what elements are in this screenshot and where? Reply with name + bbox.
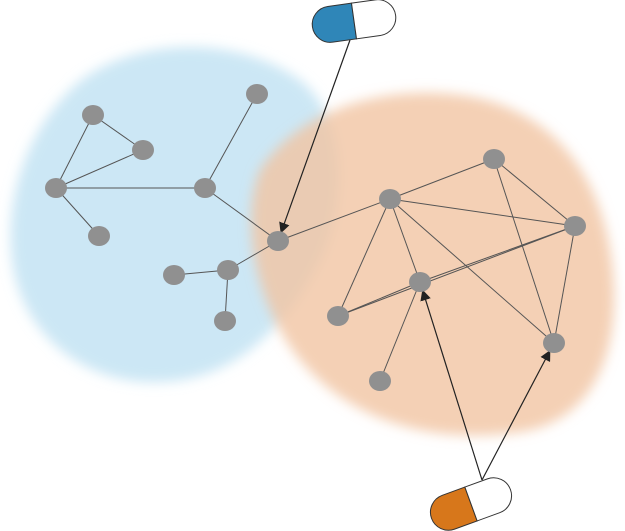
node-n13	[564, 216, 586, 236]
node-n15	[543, 333, 565, 353]
drug-orange-capsule-colored-half	[429, 486, 478, 531]
edge-n12-n13	[493, 158, 576, 227]
edge-n14-n17	[379, 281, 421, 382]
orange-region	[251, 92, 615, 436]
edge-n11-n13	[389, 198, 576, 227]
arrow-drug-orange-to-n15	[481, 350, 551, 481]
node-n17	[369, 371, 391, 391]
node-n8	[217, 260, 239, 280]
edge-n13-n15	[553, 225, 576, 344]
edge-n14-n16	[337, 281, 421, 317]
arrow-drug-blue-to-n7	[279, 39, 351, 234]
node-n10	[214, 311, 236, 331]
drug-blue-capsule-icon	[311, 0, 397, 43]
node-n6	[194, 178, 216, 198]
regions-layer	[10, 47, 615, 436]
node-n2	[132, 140, 154, 160]
arrows-layer	[279, 39, 551, 481]
drug-blue-capsule-white-half	[350, 0, 397, 40]
capsules-layer	[311, 0, 513, 531]
edge-n12-n15	[493, 158, 555, 344]
edge-n5-n6	[204, 93, 258, 189]
edge-n6-n7	[204, 187, 279, 242]
node-n11	[379, 189, 401, 209]
drug-orange-capsule-icon	[429, 477, 513, 531]
node-n5	[246, 84, 268, 104]
edge-n11-n12	[389, 158, 495, 200]
node-n7	[267, 231, 289, 251]
edge-n11-n15	[389, 198, 555, 344]
edge-n3-n4	[55, 187, 100, 237]
arrow-drug-orange-to-n14	[420, 289, 483, 481]
node-n9	[163, 265, 185, 285]
edge-n1-n3	[55, 114, 94, 189]
edge-n13-n16	[337, 225, 576, 317]
edge-n7-n11	[277, 198, 391, 242]
blue-region	[10, 47, 339, 383]
nodes-layer	[45, 84, 586, 391]
edge-n11-n14	[389, 198, 421, 283]
node-n12	[483, 149, 505, 169]
node-n16	[327, 306, 349, 326]
drug-orange-capsule-white-half	[464, 477, 513, 522]
edge-n11-n16	[337, 198, 391, 317]
drug-blue-capsule-colored-half	[311, 2, 358, 43]
node-n3	[45, 178, 67, 198]
node-n1	[82, 105, 104, 125]
node-n4	[88, 226, 110, 246]
node-n14	[409, 272, 431, 292]
edge-n2-n3	[55, 149, 144, 189]
